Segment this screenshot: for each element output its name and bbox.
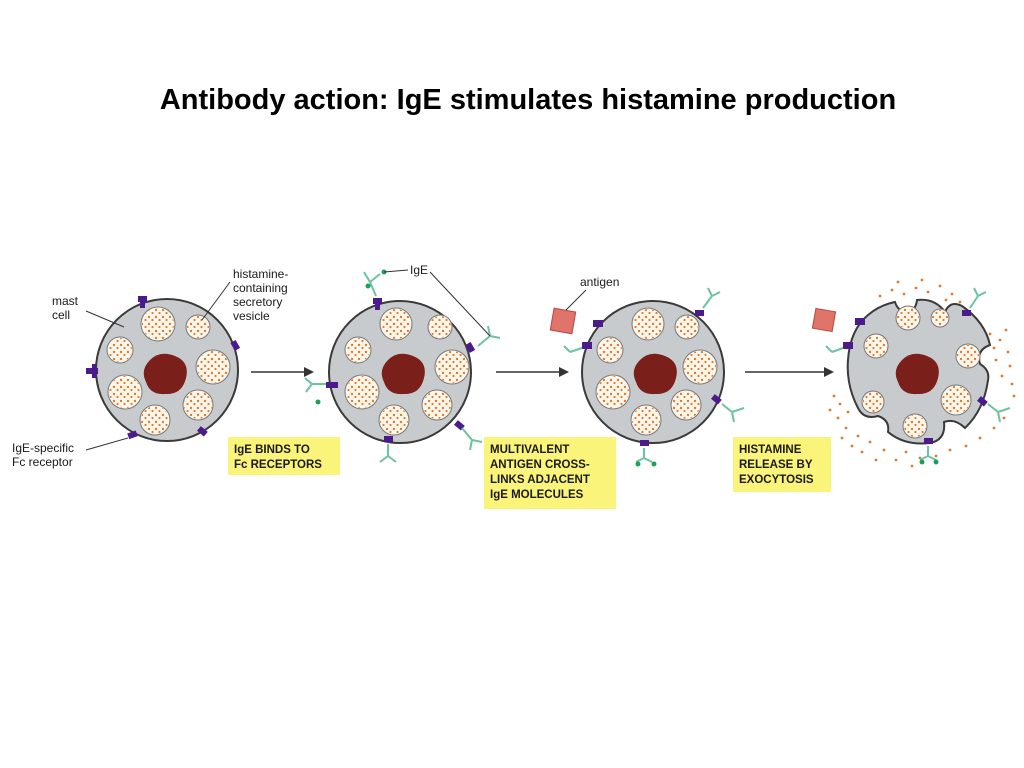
svg-text:antigen: antigen: [580, 275, 619, 289]
step-arrow-2: [496, 367, 569, 377]
svg-text:histamine-: histamine-: [233, 267, 288, 281]
svg-text:HISTAMINE: HISTAMINE: [739, 444, 802, 456]
mast-cell-1: [86, 296, 241, 442]
svg-text:LINKS ADJACENT: LINKS ADJACENT: [490, 474, 590, 486]
svg-text:vesicle: vesicle: [233, 309, 270, 323]
svg-text:containing: containing: [233, 281, 288, 295]
label-antigen: antigen: [565, 275, 619, 311]
caption-step-1: IgE BINDS TO Fc RECEPTORS: [228, 437, 340, 475]
fc-receptors: [86, 296, 241, 440]
svg-text:IgE: IgE: [410, 263, 428, 277]
svg-text:secretory: secretory: [233, 295, 282, 309]
label-ige: IgE: [383, 263, 491, 337]
svg-text:IgE-specific: IgE-specific: [12, 441, 74, 455]
step-arrow-3: [745, 367, 834, 377]
caption-step-3: HISTAMINE RELEASE BY EXOCYTOSIS: [733, 437, 831, 492]
svg-text:IgE MOLECULES: IgE MOLECULES: [490, 489, 584, 501]
svg-text:RELEASE BY: RELEASE BY: [739, 459, 813, 471]
mast-cell-2: [304, 269, 501, 463]
svg-text:Fc receptor: Fc receptor: [12, 455, 73, 469]
svg-text:IgE BINDS TO: IgE BINDS TO: [234, 444, 310, 456]
svg-text:mast: mast: [52, 294, 79, 308]
svg-text:EXOCYTOSIS: EXOCYTOSIS: [739, 474, 814, 486]
mast-cell-4: [811, 278, 1016, 468]
svg-text:cell: cell: [52, 308, 70, 322]
label-mast-cell: mast cell: [52, 294, 125, 328]
ige-antibodies: [304, 271, 501, 463]
mast-cell-3: [549, 287, 745, 467]
released-histamine: [828, 278, 1016, 468]
antigen: [549, 307, 577, 335]
secretory-vesicle: [106, 306, 231, 436]
svg-text:Fc RECEPTORS: Fc RECEPTORS: [234, 459, 322, 471]
step-arrow-1: [251, 367, 314, 377]
slide-title: Antibody action: IgE stimulates histamin…: [159, 84, 897, 116]
svg-text:ANTIGEN CROSS-: ANTIGEN CROSS-: [490, 459, 590, 471]
nucleus: [143, 353, 187, 395]
svg-text:MULTIVALENT: MULTIVALENT: [490, 444, 569, 456]
label-receptor: IgE-specific Fc receptor: [12, 437, 129, 469]
label-vesicle: histamine- containing secretory vesicle: [201, 267, 288, 323]
caption-step-2: MULTIVALENT ANTIGEN CROSS- LINKS ADJACEN…: [484, 437, 616, 509]
